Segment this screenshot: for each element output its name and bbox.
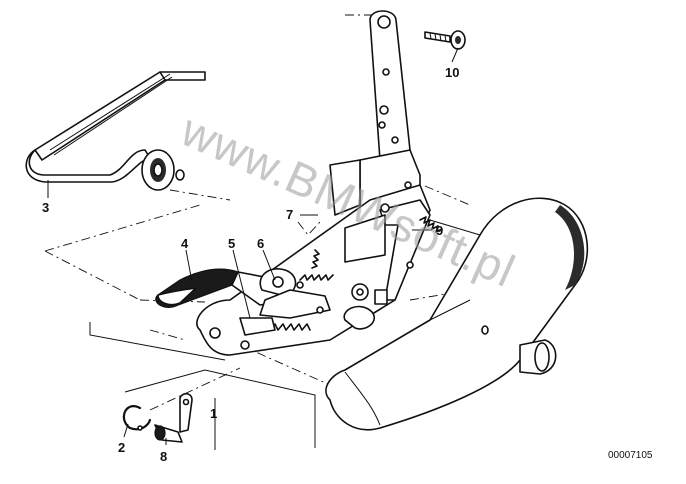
- connecting-shaft-drawing: [25, 71, 206, 191]
- side-cover-drawing: [325, 197, 589, 431]
- label-part-5: 5: [228, 236, 235, 251]
- lever-8-axis-line: [149, 367, 241, 411]
- label-part-2: 2: [118, 440, 125, 455]
- pawl-drawing: [259, 268, 331, 319]
- screw-drawing: [424, 30, 466, 50]
- cover-axis-line: [424, 185, 471, 206]
- lever-pivot-line: [149, 329, 186, 341]
- tension-spring-drawing: [239, 306, 324, 336]
- circlip-drawing: [122, 405, 152, 431]
- label-part-8: 8: [160, 449, 167, 464]
- document-id: 00007105: [608, 450, 653, 461]
- bracket-top: [89, 322, 226, 361]
- label-part-6: 6: [257, 236, 264, 251]
- upper-plate-drawing: [329, 10, 421, 216]
- shaft-to-frame-line: [169, 189, 231, 201]
- shaft-axis-line: [44, 204, 201, 252]
- base-axis-line: [239, 344, 331, 386]
- lever-8-drawing: [154, 392, 193, 443]
- label-part-1: 1: [210, 406, 217, 421]
- label-part-4: 4: [181, 236, 189, 251]
- assembly-bracket: [89, 322, 316, 450]
- label-part-3: 3: [42, 200, 49, 215]
- spring-9-drawing: [344, 199, 443, 305]
- label-part-7: 7: [286, 207, 293, 222]
- label-leaders: [47, 47, 459, 445]
- shaft-axis-line-lower: [44, 250, 141, 301]
- label-part-9: 9: [436, 223, 443, 238]
- spring-7-drawing: [299, 249, 334, 281]
- bracket-bottom: [124, 369, 316, 448]
- spring-7-leader: [297, 221, 321, 236]
- label-part-10: 10: [445, 65, 459, 80]
